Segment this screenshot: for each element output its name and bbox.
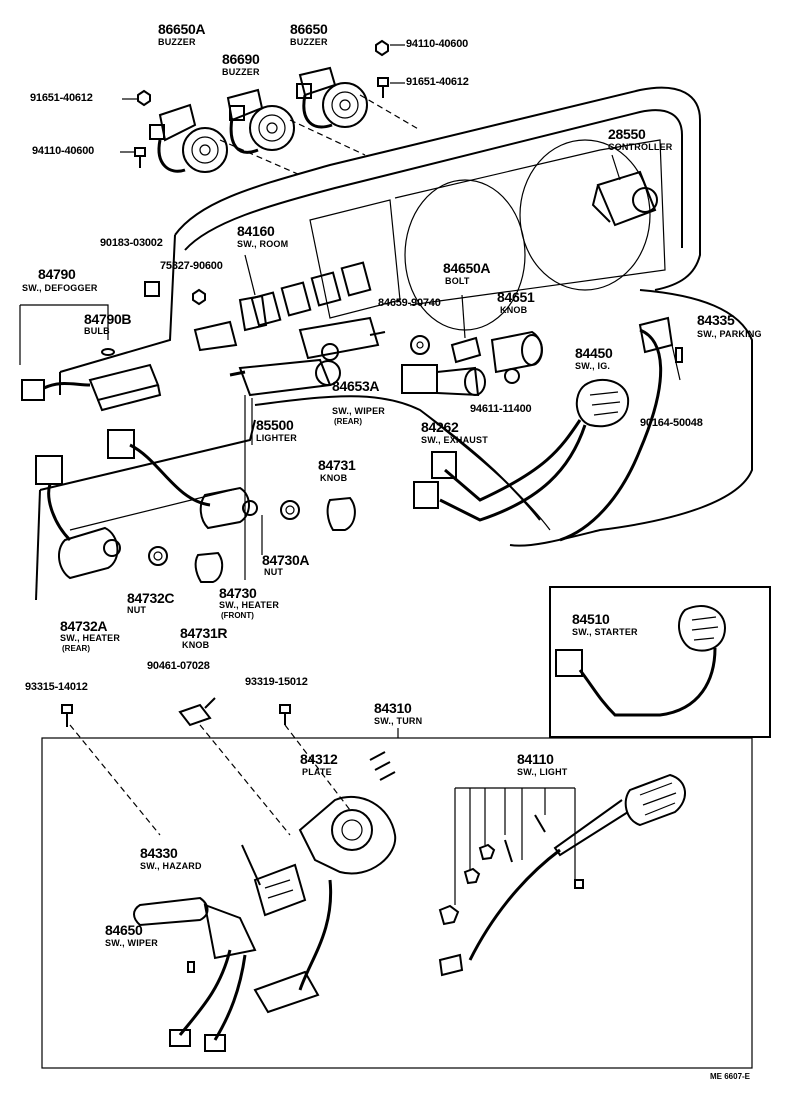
- nut-top-right-label: 94110-40600: [406, 38, 469, 50]
- parking-switch-name: SW., PARKING: [697, 329, 762, 339]
- rear-heater-number: 84732A: [60, 618, 108, 634]
- buzzer-a-number: 86650A: [158, 21, 206, 37]
- knob-84651: [490, 330, 543, 374]
- knob-84731-number: 84731: [318, 457, 356, 473]
- knob-84731r-number: 84731R: [180, 625, 228, 641]
- bulb-number: 84790B: [84, 311, 132, 327]
- part-90164-label: 90164-50048: [640, 417, 703, 429]
- buzzer-86650a: [149, 103, 301, 176]
- plate-name: PLATE: [302, 767, 332, 777]
- bolt-top-right-label: 91651-40612: [406, 76, 469, 88]
- rear-heater-switch-84732a: [35, 455, 121, 580]
- turn-switch-assembly: [41, 697, 753, 1069]
- light-switch-84110: [438, 773, 686, 977]
- front-heater-switch-84730: [107, 429, 258, 530]
- buzzer-a-name: BUZZER: [158, 37, 196, 47]
- parking-switch-number: 84335: [697, 312, 735, 328]
- nut-84730a-number: 84730A: [262, 552, 310, 568]
- fasteners-top: [120, 39, 405, 168]
- exhaust-switch-number: 84262: [421, 419, 459, 435]
- rear-wiper-note: (REAR): [334, 417, 362, 426]
- turn-switch-name: SW., TURN: [374, 716, 423, 726]
- ig-switch-84450: [413, 328, 663, 542]
- part-84659: [410, 335, 430, 355]
- switch-cluster: [144, 254, 372, 352]
- hazard-switch-name: SW., HAZARD: [140, 861, 202, 871]
- nut-84732c-name: NUT: [127, 605, 147, 615]
- part-94611-label: 94611-11400: [470, 403, 532, 415]
- buzzer-86690: [226, 88, 366, 156]
- bolt-top-left-label: 91651-40612: [30, 92, 93, 104]
- nut-top-left-label: 94110-40600: [32, 145, 95, 157]
- rear-wiper-switch: [298, 316, 386, 361]
- part-84659-label: 84659-90740: [378, 297, 441, 309]
- hazard-switch-number: 84330: [140, 845, 178, 861]
- defogger-switch-84790: [19, 304, 162, 412]
- exhaust-switch-84262: [401, 364, 520, 397]
- nut-84732c-number: 84732C: [127, 590, 175, 606]
- starter-switch-name: SW., STARTER: [572, 627, 638, 637]
- rear-wiper-number: 84653A: [332, 378, 380, 394]
- exhaust-switch-name: SW., EXHAUST: [421, 435, 488, 445]
- controller-28550: [591, 154, 658, 227]
- light-switch-name: SW., LIGHT: [517, 767, 568, 777]
- defogger-name: SW., DEFOGGER: [22, 283, 98, 293]
- ig-switch-name: SW., IG.: [575, 361, 611, 371]
- buzzer-c-name: BUZZER: [290, 37, 328, 47]
- lighter-name: LIGHTER: [256, 433, 297, 443]
- starter-switch-number: 84510: [572, 611, 610, 627]
- lighter-number: 85500: [256, 417, 294, 433]
- figure-code: ME 6607-E: [710, 1072, 751, 1081]
- instrument-panel: [35, 86, 753, 601]
- buzzer-86650: [296, 66, 421, 131]
- knobs-and-nuts: [148, 445, 356, 583]
- part-90183-label: 90183-03002: [100, 237, 163, 249]
- starter-inset: [549, 586, 771, 738]
- buzzer-c-number: 86650: [290, 21, 328, 37]
- front-heater-name: SW., HEATER: [219, 600, 280, 610]
- knob-84651-number: 84651: [497, 289, 535, 305]
- controller-name: CONTROLLER: [608, 142, 673, 152]
- nut-84730a-name: NUT: [264, 567, 284, 577]
- ig-switch-number: 84450: [575, 345, 613, 361]
- light-switch-number: 84110: [517, 751, 554, 767]
- lighter-85500: [229, 358, 341, 445]
- room-switch-name: SW., ROOM: [237, 239, 289, 249]
- rear-wiper-name: SW., WIPER: [332, 406, 386, 416]
- bolt-84650a: [450, 294, 482, 364]
- part-75327-label: 75327-90600: [160, 260, 223, 272]
- buzzer-b-name: BUZZER: [222, 67, 260, 77]
- bolt-84650a-number: 84650A: [443, 260, 491, 276]
- wiper-switch-name: SW., WIPER: [105, 938, 159, 948]
- part-90461-label: 90461-07028: [147, 660, 210, 672]
- parking-switch-84335: [638, 316, 683, 381]
- knob-84731-name: KNOB: [320, 473, 348, 483]
- knob-84651-name: KNOB: [500, 305, 528, 315]
- buzzer-b-number: 86690: [222, 51, 260, 67]
- defogger-number: 84790: [38, 266, 76, 282]
- gauge-right: [519, 139, 651, 291]
- controller-number: 28550: [608, 126, 646, 142]
- part-93319-label: 93319-15012: [245, 676, 308, 688]
- front-heater-note: (FRONT): [221, 611, 254, 620]
- knob-84731r-name: KNOB: [182, 640, 210, 650]
- wiper-switch-number: 84650: [105, 922, 143, 938]
- turn-switch-number: 84310: [374, 700, 412, 716]
- room-switch-number: 84160: [237, 223, 275, 239]
- bolt-84650a-name: BOLT: [445, 276, 470, 286]
- part-93315-label: 93315-14012: [25, 681, 88, 693]
- rear-heater-name: SW., HEATER: [60, 633, 121, 643]
- plate-number: 84312: [300, 751, 338, 767]
- rear-heater-note: (REAR): [62, 644, 90, 653]
- bulb-name: BULB: [84, 326, 110, 336]
- front-heater-number: 84730: [219, 585, 257, 601]
